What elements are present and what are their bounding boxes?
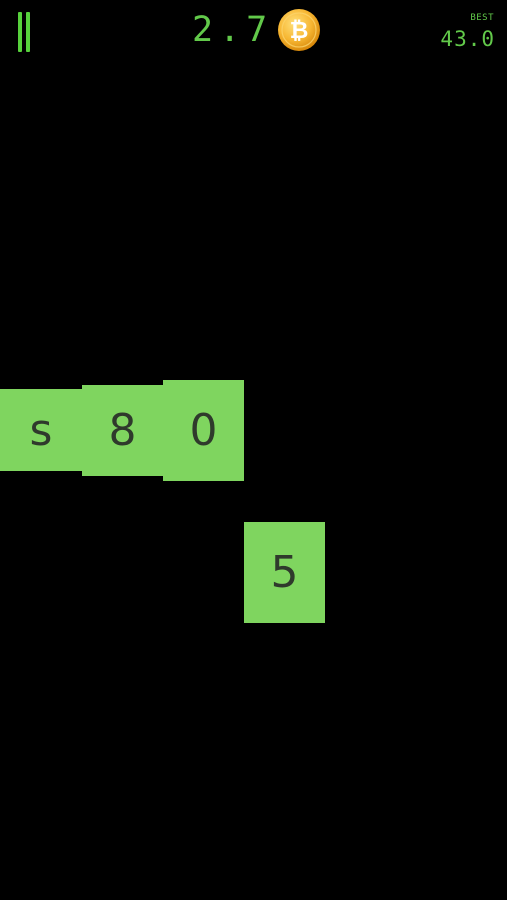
score-value: 2.7 xyxy=(192,9,274,50)
best-score-value: 43.0 xyxy=(440,27,495,51)
letter-tile[interactable]: 0 xyxy=(163,380,244,481)
best-label: BEST xyxy=(470,13,494,23)
pause-button[interactable] xyxy=(14,12,36,54)
bitcoin-coin-icon: ₿ xyxy=(278,9,321,51)
score-display: 2.7 ₿ xyxy=(192,6,321,54)
svg-text:₿: ₿ xyxy=(290,18,309,44)
letter-tile[interactable]: 8 xyxy=(82,385,163,476)
pause-icon xyxy=(18,12,22,52)
letter-tile[interactable]: s xyxy=(0,389,82,471)
letter-tile[interactable]: 5 xyxy=(244,522,325,623)
